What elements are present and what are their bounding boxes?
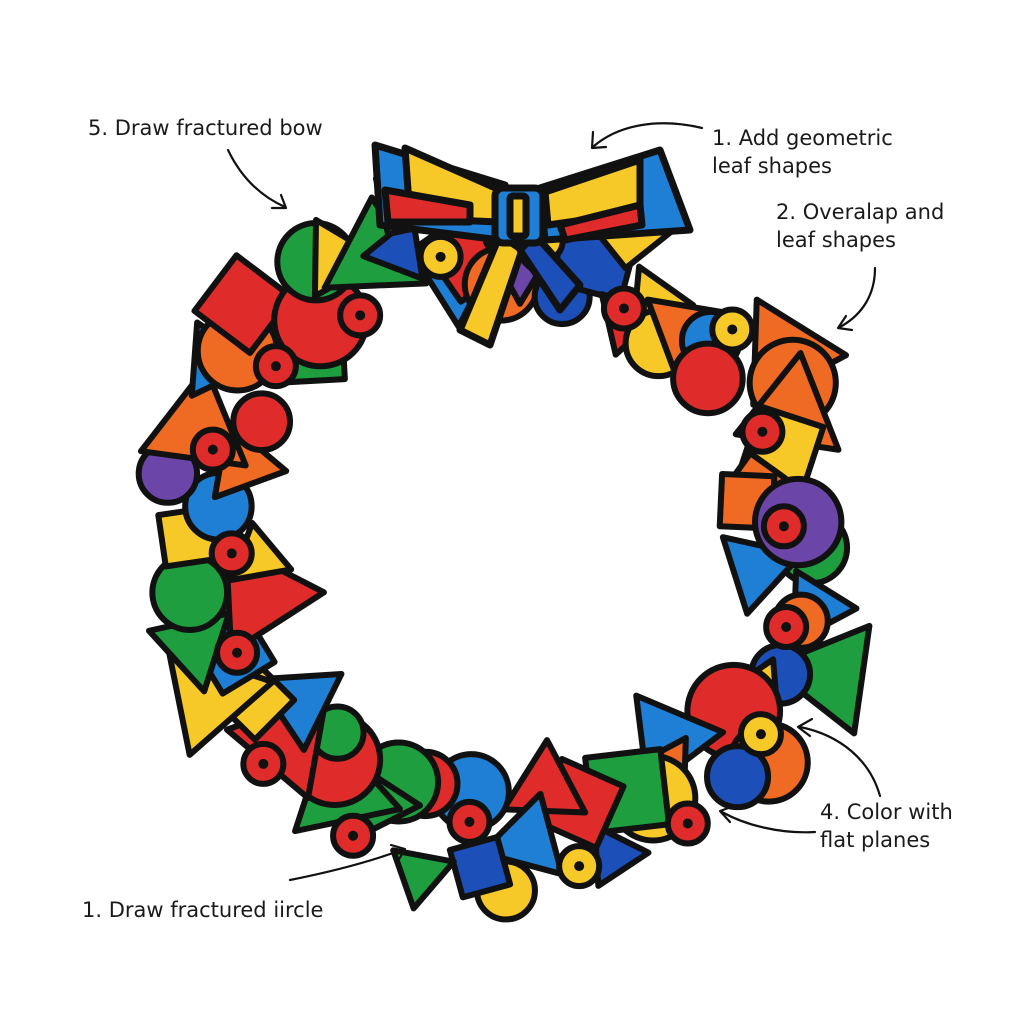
wreath-leaf-square — [191, 252, 296, 356]
arrow-step1-circle-head — [389, 843, 407, 863]
wreath-leaf-square — [446, 834, 514, 901]
wreath-berry-dot — [232, 647, 243, 658]
wreath-leaf-triangle — [390, 847, 457, 912]
wreath-berry-dot — [727, 324, 738, 335]
arrow-step2-head — [836, 314, 854, 332]
wreath-berry-dot — [755, 729, 766, 740]
fractured-bow — [371, 141, 694, 349]
arrow-step4 — [798, 725, 882, 798]
wreath-leaf-round — [230, 390, 294, 454]
arrow-step4b — [720, 810, 817, 834]
wreath-berry-dot — [574, 861, 585, 872]
wreath-berry-dot — [258, 758, 269, 769]
wreath-leaf-round — [670, 340, 746, 417]
callout-arrows — [226, 122, 882, 882]
wreath-berry-dot — [757, 426, 768, 437]
label-step1-leaf: 1. Add geometric leaf shapes — [712, 126, 893, 178]
wreath-leaf-triangle — [765, 622, 873, 737]
label-step1-circle: 1. Draw fractured iircle — [82, 898, 324, 922]
bow-loop-right-red — [556, 201, 646, 244]
wreath-berry-dot — [682, 818, 693, 829]
arrow-step4-head — [796, 717, 814, 738]
wreath-berry-dot — [348, 830, 359, 841]
wreath-berry-dot — [778, 521, 789, 532]
wreath-leaf-round — [703, 743, 772, 811]
arrow-step1-circle — [288, 847, 406, 882]
arrow-step2 — [838, 266, 877, 329]
label-step5-bow: 5. Draw fractured bow — [88, 116, 323, 140]
wreath-berry-dot — [781, 621, 792, 632]
wreath-berry-dot — [464, 816, 475, 827]
arrow-step4b-head — [718, 804, 736, 824]
wreath-berry-dot — [226, 548, 237, 559]
wreath-berry-dot — [207, 444, 218, 455]
label-step4-color: 4. Color with flat planes — [820, 800, 953, 852]
arrow-step5 — [226, 148, 287, 209]
arrow-step1-leaf — [592, 122, 704, 148]
bow-loop-left-red — [381, 186, 474, 226]
wreath-berry-dot — [618, 303, 629, 314]
wreath-center — [320, 325, 700, 735]
arrow-step5-head — [270, 193, 288, 210]
fractured-wreath — [135, 163, 873, 923]
wreath-berry-dot — [270, 361, 281, 372]
arrow-step1-leaf-head — [590, 130, 608, 150]
wreath-berry-dot — [355, 310, 366, 321]
label-step2-overlap: 2. Overalap and leaf shapes — [776, 200, 945, 252]
bow-knot-band — [506, 192, 530, 240]
wreath-berry-dot — [435, 251, 446, 262]
